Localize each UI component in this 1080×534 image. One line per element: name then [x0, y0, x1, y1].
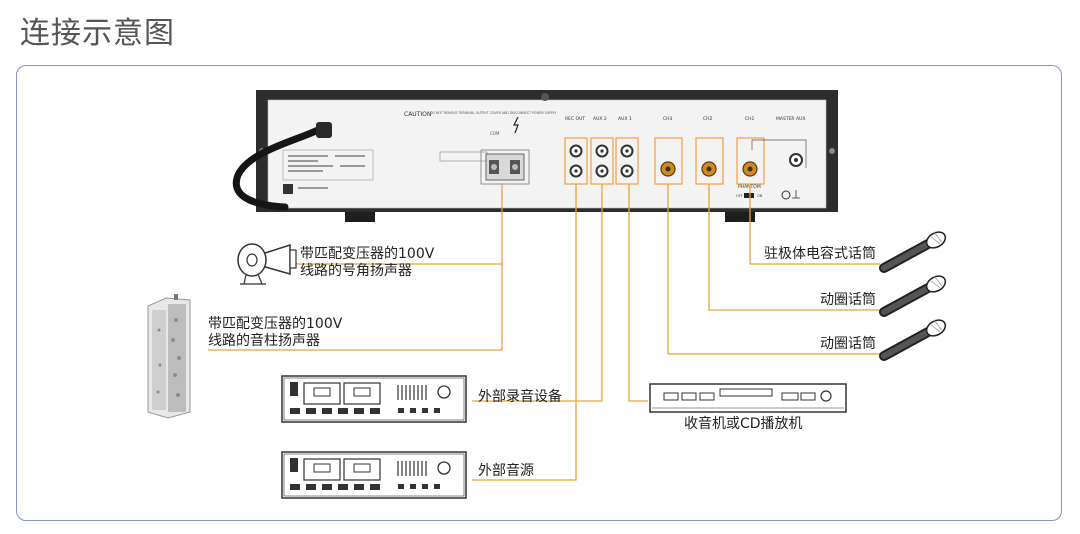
port-ch3: CH3	[663, 116, 673, 122]
horn-speaker-icon	[237, 243, 297, 285]
label-recorder: 外部录音设备	[478, 389, 562, 405]
label-electret-mic: 驻极体电容式话筒	[764, 246, 876, 262]
external-source-device-icon	[281, 451, 467, 499]
line-dynamic-mic-2	[667, 184, 880, 355]
recorder-device-icon	[281, 375, 467, 423]
dynamic-microphone-1-icon	[879, 275, 947, 317]
label-horn-speaker: 带匹配变压器的100V 线路的号角扬声器	[300, 246, 435, 279]
tuner-cd-player-icon	[649, 383, 847, 413]
label-column-speaker: 带匹配变压器的100V 线路的音柱扬声器	[208, 316, 343, 349]
high-voltage-icon	[513, 116, 519, 134]
connection-lines	[208, 183, 880, 481]
com-label: COM	[490, 131, 500, 136]
label-dynamic-mic-2: 动圈话筒	[820, 336, 876, 352]
line-electret-mic	[749, 184, 880, 265]
caution-detail: DO NOT REMOVE TERMINAL OUTPUT COVER AND …	[430, 111, 556, 115]
amplifier-rear-panel: CAUTION DO NOT REMOVE TERMINAL OUTPUT CO…	[232, 90, 838, 222]
port-ch1: CH1	[745, 116, 755, 122]
port-aux2: AUX 2	[593, 116, 607, 122]
label-dynamic-mic-1: 动圈话筒	[820, 292, 876, 308]
rca-inputs: REC OUT AUX 2 AUX 1	[564, 116, 639, 185]
electret-microphone-icon	[879, 231, 947, 273]
page-title: 连接示意图	[20, 16, 175, 51]
svg-text:ON: ON	[757, 194, 763, 198]
phantom-switch	[744, 193, 754, 198]
port-rec-out: REC OUT	[565, 116, 585, 122]
label-tuner-cd: 收音机或CD播放机	[684, 416, 803, 432]
line-recorder	[472, 184, 577, 481]
label-external-source: 外部音源	[478, 463, 534, 479]
line-column-speaker	[208, 264, 503, 351]
line-dynamic-mic-1	[708, 184, 880, 311]
diagram-frame	[16, 65, 1062, 521]
port-ch2: CH2	[703, 116, 713, 122]
line-external-source	[472, 184, 603, 402]
svg-text:OFF: OFF	[736, 194, 743, 198]
port-master-aux: MASTER AUX	[776, 116, 805, 122]
dynamic-microphone-2-icon	[879, 319, 947, 361]
caution-text: CAUTION	[404, 111, 431, 118]
column-speaker-icon	[147, 294, 191, 419]
port-aux1: AUX 1	[618, 116, 632, 122]
line-tuner	[628, 184, 648, 402]
